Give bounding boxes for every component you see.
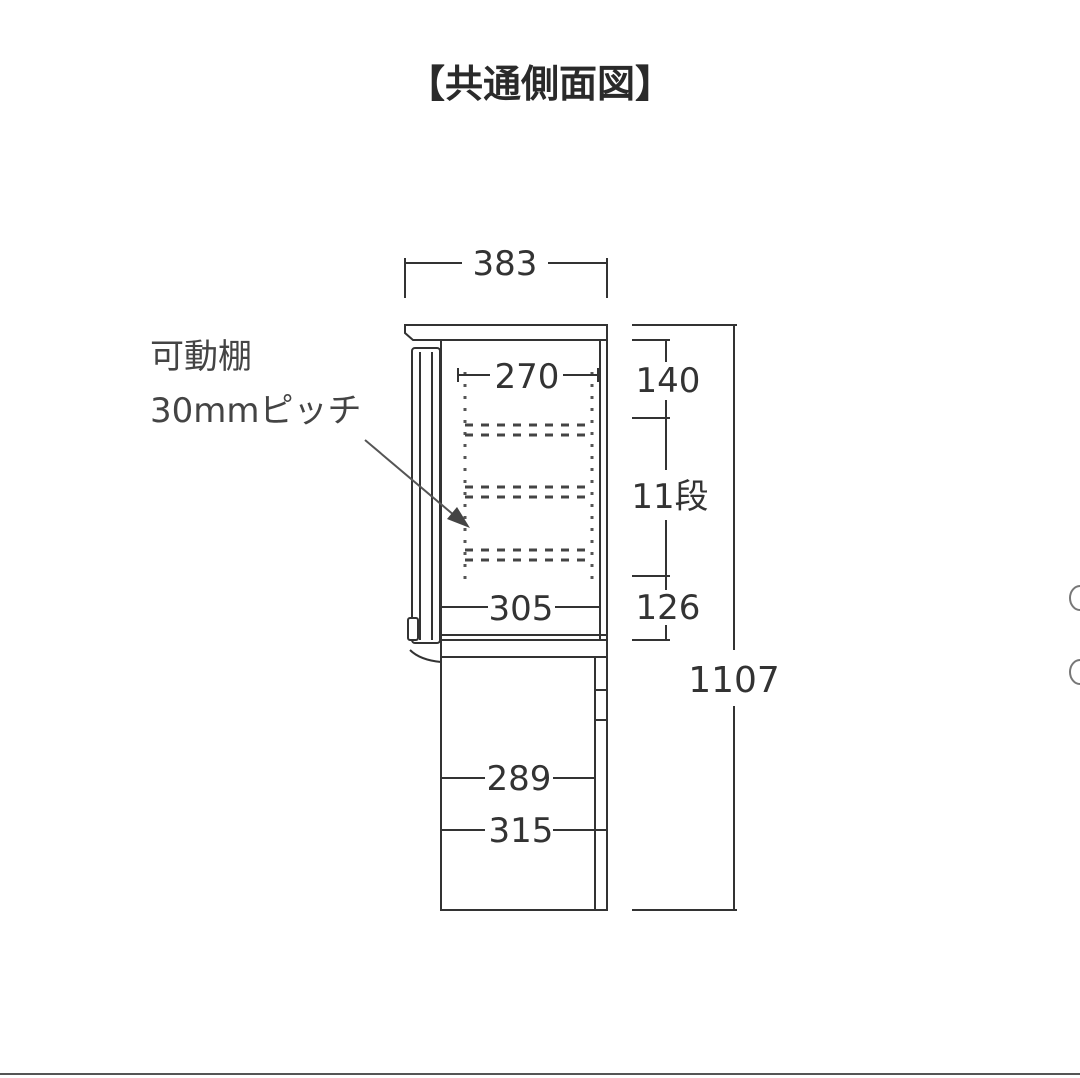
diagram-title: 【共通側面図】 <box>407 62 673 106</box>
dim-upper-inner-top: 270 <box>495 357 560 397</box>
leader-arrow <box>364 439 470 528</box>
dim-lower-depth: 315 <box>489 811 554 851</box>
dim-total-depth: 383 <box>473 244 538 284</box>
dim-top-gap: 140 <box>636 361 701 401</box>
dim-upper-inner-bottom: 305 <box>489 589 554 629</box>
dim-shelf-count: 11段 <box>631 477 708 517</box>
dim-270-lines <box>457 368 599 382</box>
dim-bottom-gap: 126 <box>636 588 701 628</box>
annotation-movable-shelf: 可動棚 <box>150 337 252 377</box>
cropped-edge-marks <box>1069 585 1080 685</box>
dim-total-height: 1107 <box>688 660 780 701</box>
dim-right-lines <box>632 324 737 911</box>
dim-lower-inner: 289 <box>487 759 552 799</box>
dim-lower-lines <box>441 777 607 831</box>
glass-door <box>407 347 442 663</box>
cabinet-outline <box>404 324 608 911</box>
annotation-pitch: 30mmピッチ <box>150 391 362 431</box>
depth-dimension <box>404 258 608 298</box>
movable-shelves <box>465 423 592 562</box>
